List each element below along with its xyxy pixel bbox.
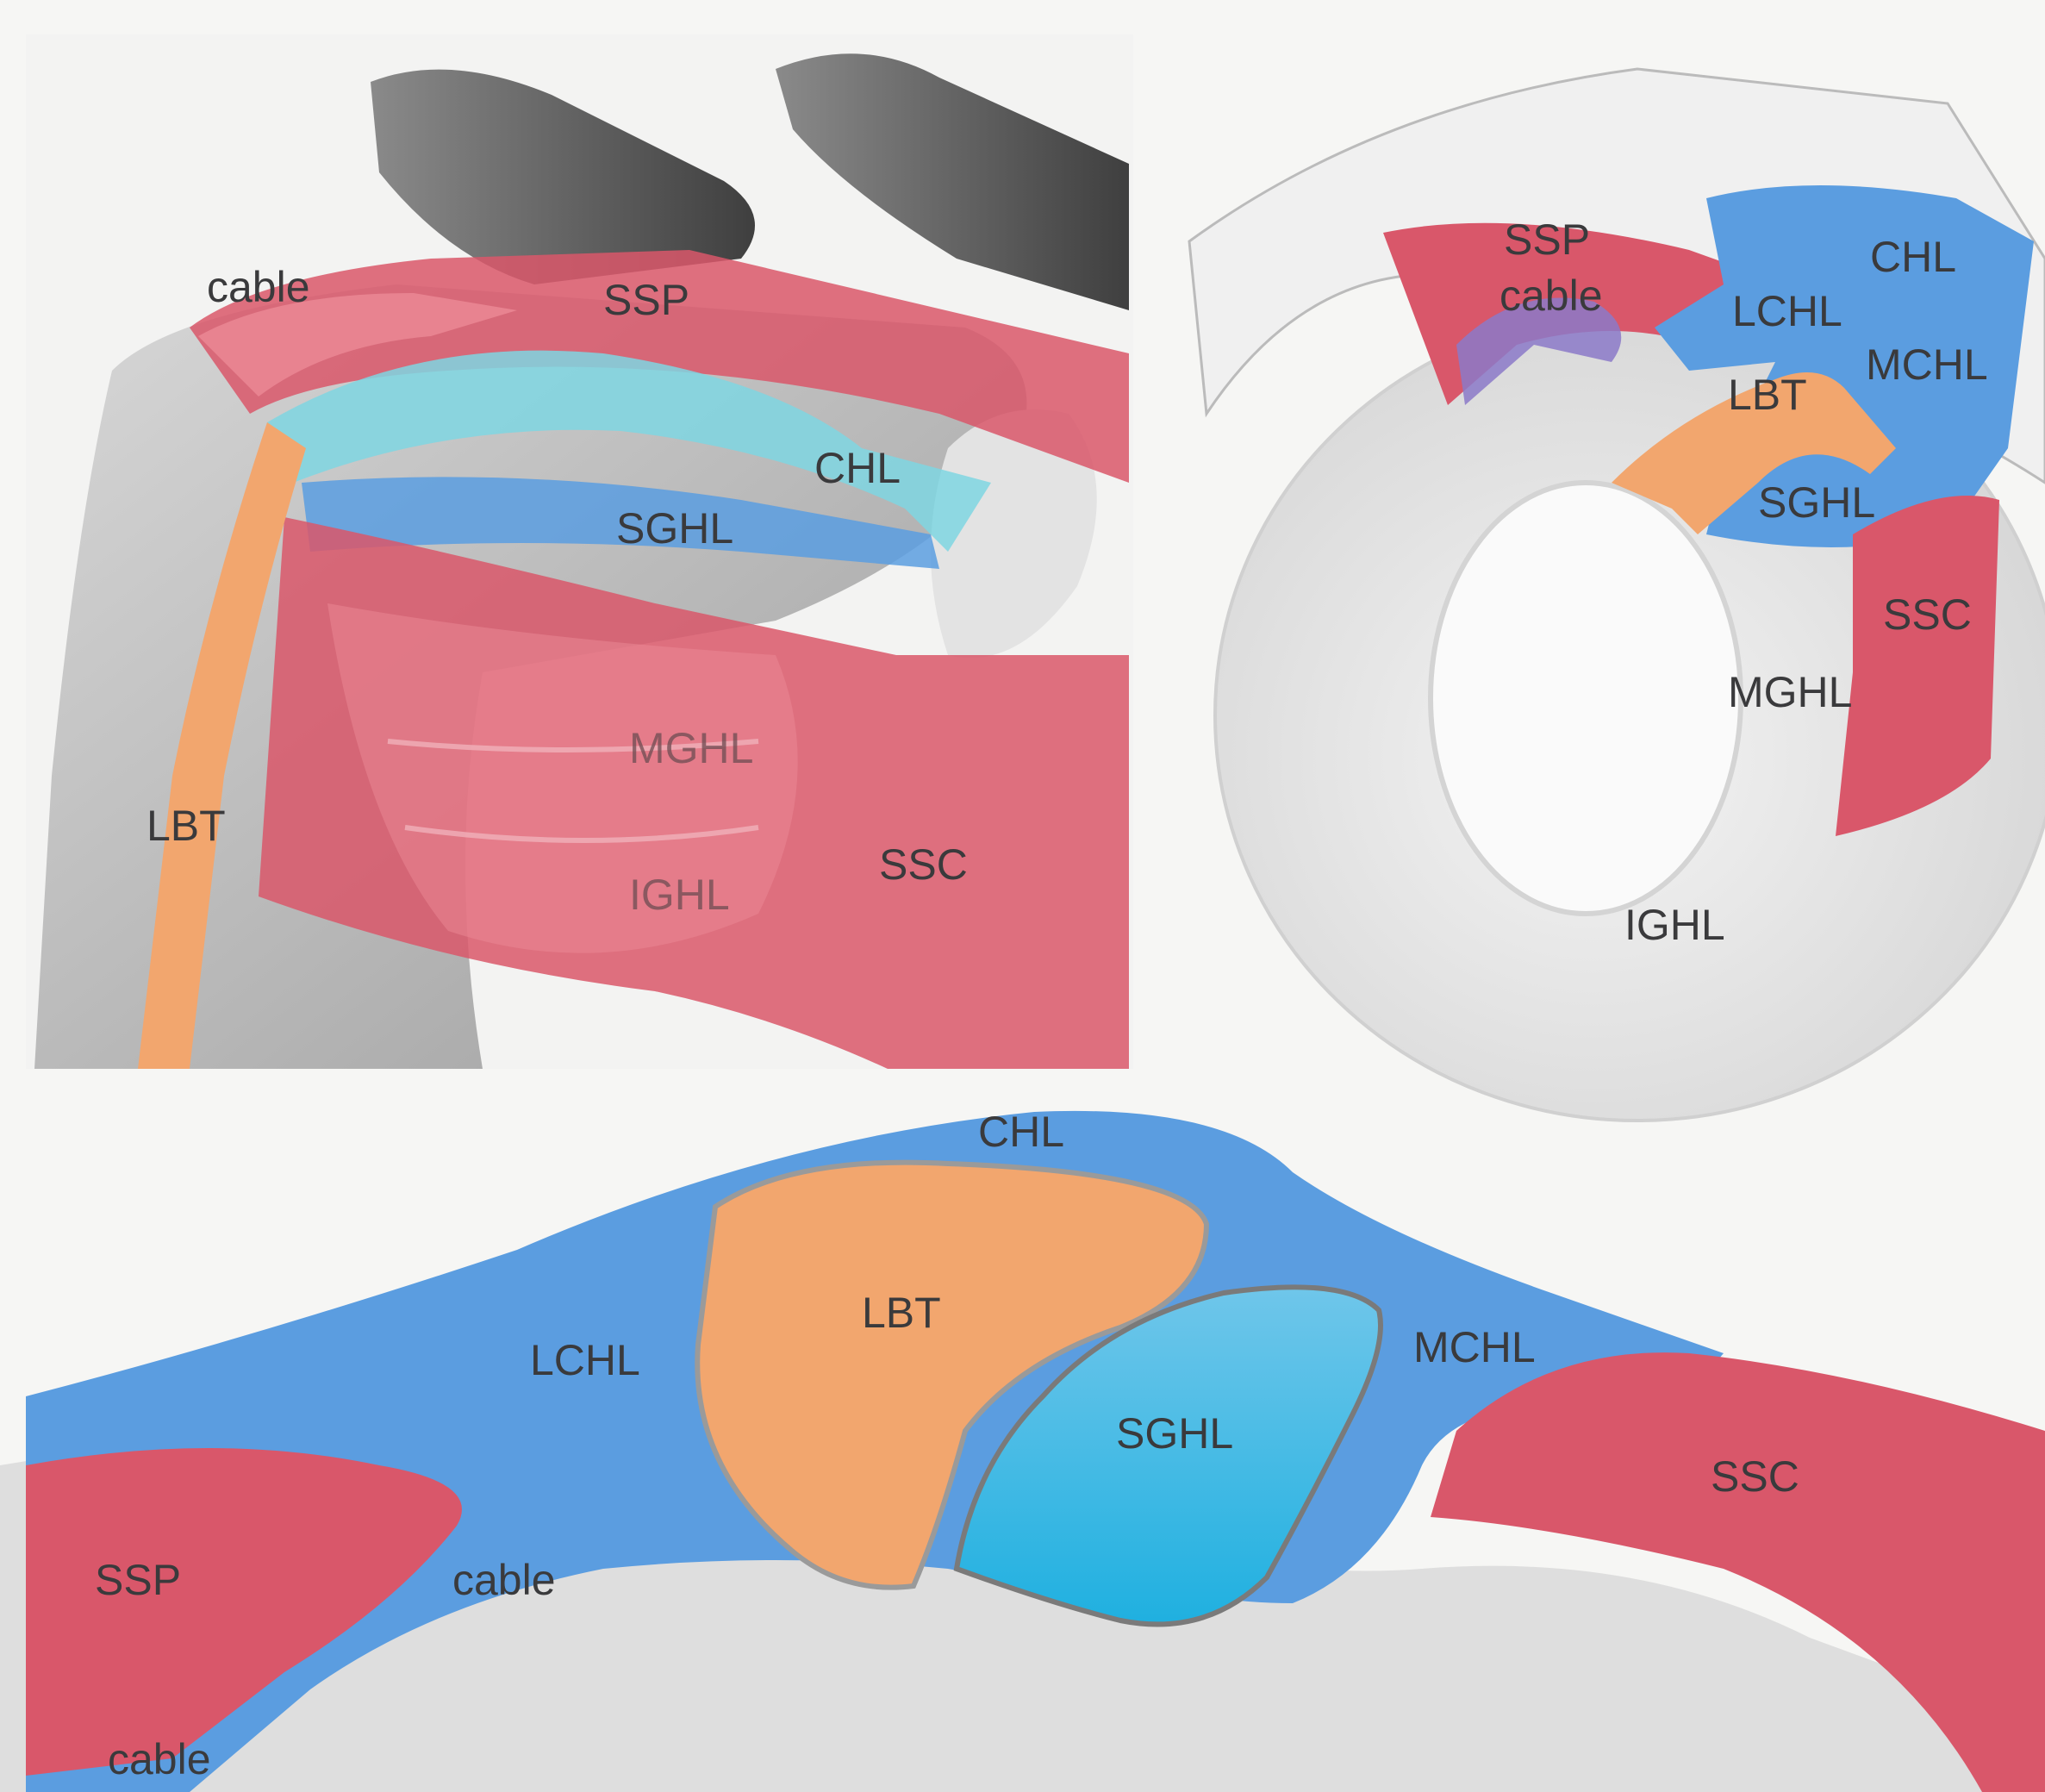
label-lbt-cross-section: LBT <box>862 1289 941 1337</box>
label-sghl-glenoid: SGHL <box>1758 478 1875 527</box>
label-ssc-cross-section: SSC <box>1711 1452 1799 1501</box>
label-ssp-cross-section: SSP <box>95 1556 181 1604</box>
label-ighl-anterior: IGHL <box>629 871 730 919</box>
label-ssc-glenoid: SSC <box>1883 590 1972 639</box>
cross-section-panel: CHL LBT LCHL MCHL SGHL SSC SSP cable cab… <box>0 1108 2045 1792</box>
label-mchl-glenoid: MCHL <box>1866 340 1988 389</box>
label-chl-glenoid: CHL <box>1870 233 1956 281</box>
glenoid-view-panel: SSP cable CHL LCHL MCHL LBT SGHL SSC MGH… <box>1189 69 2045 1121</box>
label-lbt-glenoid: LBT <box>1728 371 1807 419</box>
glenoid-cavity <box>1431 483 1741 914</box>
label-cable-mid-cross-section: cable <box>452 1556 556 1604</box>
label-ssc-anterior: SSC <box>879 840 968 889</box>
label-cable-anterior: cable <box>207 263 310 311</box>
label-cable-bottom-cross-section: cable <box>108 1735 211 1783</box>
label-mghl-anterior: MGHL <box>629 724 753 772</box>
label-chl-cross-section: CHL <box>978 1108 1064 1156</box>
label-cable-glenoid: cable <box>1499 272 1603 320</box>
label-chl-anterior: CHL <box>814 444 901 492</box>
label-lbt-anterior: LBT <box>147 802 226 850</box>
label-lchl-glenoid: LCHL <box>1732 287 1842 335</box>
label-sghl-cross-section: SGHL <box>1116 1409 1233 1458</box>
label-ssp-glenoid: SSP <box>1504 215 1590 264</box>
label-ighl-glenoid: IGHL <box>1624 901 1725 949</box>
label-lchl-cross-section: LCHL <box>530 1336 640 1384</box>
label-mchl-cross-section: MCHL <box>1413 1323 1536 1371</box>
anterior-view-panel: cable SSP CHL SGHL MGHL LBT SSC IGHL <box>26 34 1133 1069</box>
label-ssp-anterior: SSP <box>603 276 689 324</box>
label-mghl-glenoid: MGHL <box>1728 668 1852 716</box>
label-sghl-anterior: SGHL <box>616 504 733 553</box>
